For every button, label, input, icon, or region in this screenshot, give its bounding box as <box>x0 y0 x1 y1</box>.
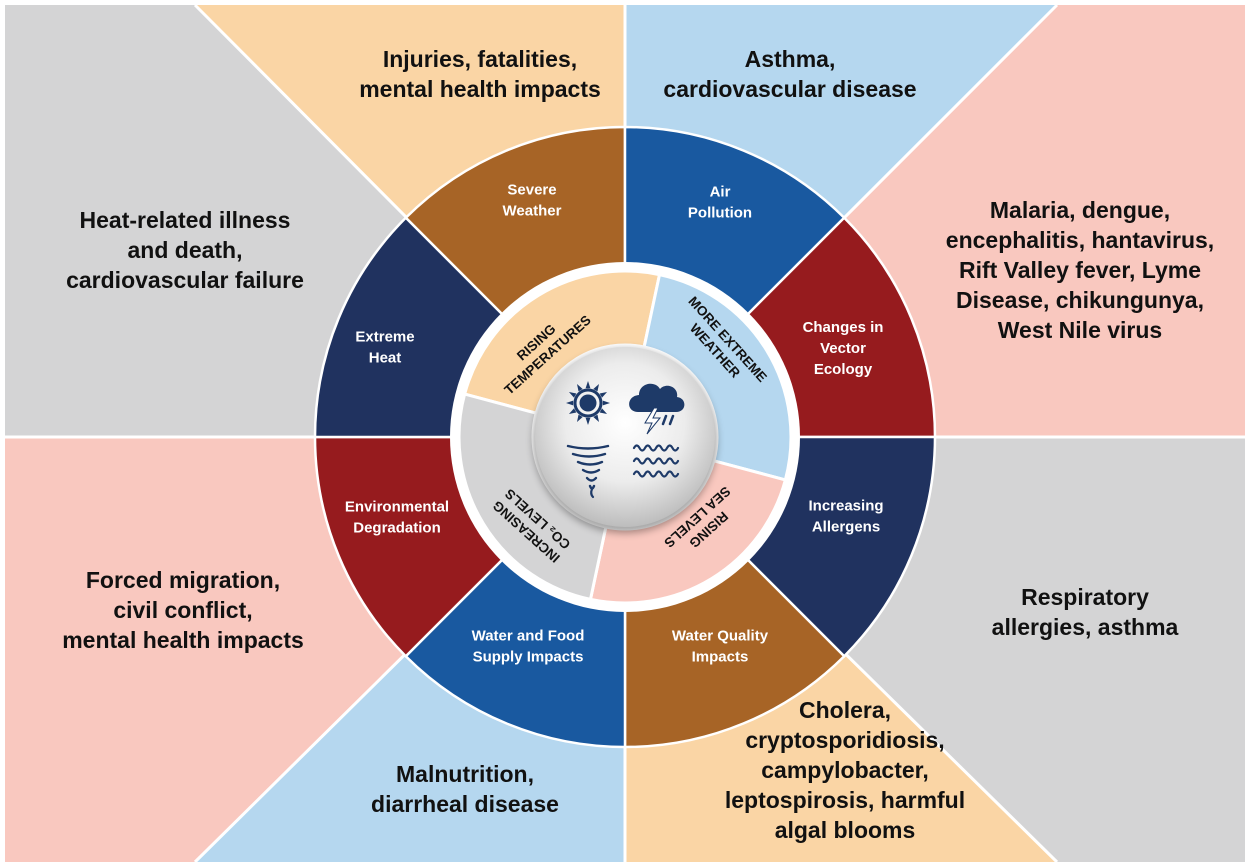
vector-ecology-impacts-text-line: encephalitis, hantavirus, <box>946 227 1214 253</box>
vector-ecology-impacts-text-line: West Nile virus <box>998 317 1162 343</box>
extreme-heat-impacts-text-line: Heat-related illness <box>80 207 291 233</box>
air-pollution-impacts-text-line: Asthma, <box>745 46 836 72</box>
extreme-heat-label-line: Extreme <box>355 329 414 346</box>
environmental-degradation-label-line: Degradation <box>353 520 441 537</box>
allergen-impacts-text-line: allergies, asthma <box>992 614 1179 640</box>
waves-icon <box>632 444 680 478</box>
environmental-degradation-impacts-text: Forced migration, civil conflict, mental h… <box>62 567 304 653</box>
air-pollution-label-line: Pollution <box>688 205 752 222</box>
water-quality-impacts-text-line: Cholera, <box>799 697 891 723</box>
more-extreme-weather-segment <box>642 272 793 482</box>
water-quality-label-line: Water Quality <box>672 628 769 645</box>
water-food-impacts-text-line: Malnutrition, <box>396 761 534 787</box>
vector-ecology-impacts-text-line: Disease, chikungunya, <box>956 287 1204 313</box>
rising-temperatures-segment <box>462 269 662 416</box>
tornado-icon <box>566 444 610 499</box>
allergen-impacts-text-line: Respiratory <box>1021 584 1149 610</box>
water-quality-impacts-text-line: leptospirosis, harmful <box>725 787 965 813</box>
water-food-impacts-text-line: diarrheal disease <box>371 791 559 817</box>
center-hub <box>535 347 715 527</box>
sun-icon <box>566 381 610 425</box>
severe-weather-impacts-text-line: Injuries, fatalities, <box>383 46 577 72</box>
environmental-degradation-label-line: Environmental <box>345 499 449 516</box>
extreme-heat-impacts-text-line: and death, <box>127 237 242 263</box>
vector-ecology-impacts-text-line: Malaria, dengue, <box>990 197 1170 223</box>
water-food-impacts-text: Malnutrition, diarrheal disease <box>371 761 559 817</box>
vector-ecology-impacts-text: Malaria, dengue, encephalitis, hantavirus… <box>946 197 1214 343</box>
extreme-heat-impacts-text-line: cardiovascular failure <box>66 267 304 293</box>
increasing-allergens-label-line: Allergens <box>812 519 880 536</box>
environmental-degradation-impacts-text-line: mental health impacts <box>62 627 304 653</box>
severe-weather-label-line: Weather <box>503 203 562 220</box>
severe-weather-impacts-text: Injuries, fatalities, mental health impac… <box>359 46 601 102</box>
air-pollution-label-line: Air <box>710 184 731 201</box>
water-quality-impacts-text-line: cryptosporidiosis, <box>745 727 944 753</box>
environmental-degradation-impacts-text-line: Forced migration, <box>86 567 280 593</box>
severe-weather-label-line: Severe <box>507 182 556 199</box>
increasing-allergens-label-line: Increasing <box>808 498 883 515</box>
storm-cloud-icon <box>629 383 685 435</box>
extreme-heat-impacts-text: Heat-related illness and death, cardiovasc… <box>66 207 304 293</box>
water-quality-impacts-text-line: campylobacter, <box>761 757 928 783</box>
water-food-supply-label-line: Supply Impacts <box>473 649 584 666</box>
allergen-impacts-text: Respiratory allergies, asthma <box>992 584 1179 640</box>
extreme-heat-label-line: Heat <box>369 350 402 367</box>
vector-ecology-impacts-text-line: Rift Valley fever, Lyme <box>959 257 1201 283</box>
air-pollution-impacts-text-line: cardiovascular disease <box>663 76 916 102</box>
air-pollution-impacts-text: Asthma, cardiovascular disease <box>663 46 916 102</box>
water-quality-label-line: Impacts <box>692 649 749 666</box>
environmental-degradation-impacts-text-line: civil conflict, <box>113 597 252 623</box>
water-quality-impacts-text-line: algal blooms <box>775 817 916 843</box>
vector-ecology-label-line: Vector <box>820 340 866 357</box>
water-quality-impacts-text: Cholera, cryptosporidiosis, campylobacter,… <box>725 697 965 843</box>
vector-ecology-label-line: Changes in <box>803 319 884 336</box>
severe-weather-impacts-text-line: mental health impacts <box>359 76 601 102</box>
vector-ecology-label-line: Ecology <box>814 361 873 378</box>
water-food-supply-label-line: Water and Food <box>472 628 585 645</box>
